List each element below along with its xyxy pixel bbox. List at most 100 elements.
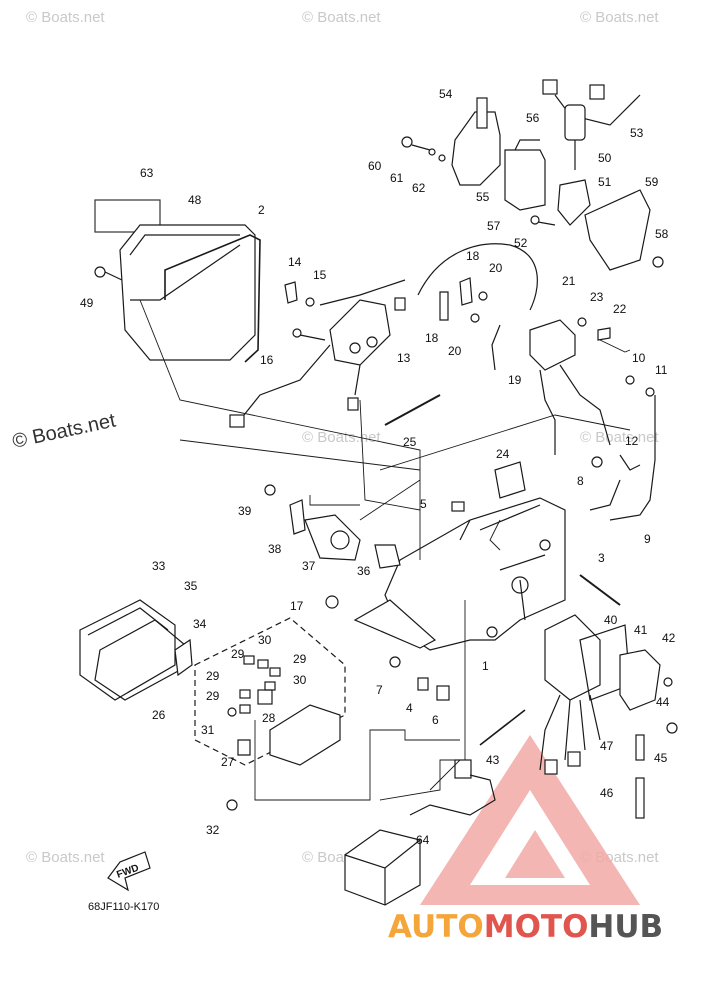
battery-edges <box>344 839 421 905</box>
callout-33: 33 <box>152 559 166 573</box>
callout-4: 4 <box>406 701 413 715</box>
callout-18a: 18 <box>466 249 480 263</box>
callout-59: 59 <box>645 175 659 189</box>
fuse-box-27 <box>269 704 341 766</box>
callout-24: 24 <box>496 447 510 461</box>
brand-text: AUTOMOTOHUB <box>388 909 663 945</box>
clamp-18 <box>439 291 449 321</box>
group-26-outline <box>194 617 346 766</box>
callout-42: 42 <box>662 631 676 645</box>
part-callouts: 63 48 2 49 54 56 53 50 51 59 60 61 62 55… <box>80 87 676 847</box>
pin-47 <box>635 734 645 761</box>
clip-17 <box>325 595 339 609</box>
bolt-60 <box>401 136 413 148</box>
collar-4 <box>417 677 429 691</box>
bolt-5 <box>451 501 465 512</box>
clip-34 <box>174 638 193 677</box>
callout-12: 12 <box>625 434 639 448</box>
callout-2: 2 <box>258 203 265 217</box>
bolt-58 <box>652 256 664 268</box>
part-drawings <box>79 79 678 906</box>
callout-30b: 30 <box>293 673 307 687</box>
electrical-box-1 <box>384 497 566 651</box>
clamp-14 <box>284 281 298 304</box>
screw-49-shaft <box>104 271 123 281</box>
callout-39: 39 <box>238 504 252 518</box>
cable-tie-25 <box>384 394 441 426</box>
callout-44: 44 <box>656 695 670 709</box>
electrical-box-1-hole <box>511 576 529 594</box>
grommet-6 <box>436 685 450 701</box>
module-40 <box>544 614 601 701</box>
callout-40: 40 <box>604 613 618 627</box>
bolt-39 <box>264 484 276 496</box>
relay-19-leads <box>539 364 611 455</box>
grommet-37-hole <box>330 530 350 550</box>
part-29d <box>239 704 251 714</box>
watermark-text: © Boats.net <box>26 9 105 26</box>
brand-wordmark: AUTOMOTOHUB <box>388 909 663 945</box>
wire-12 <box>589 479 621 511</box>
callout-50: 50 <box>598 151 612 165</box>
bolt-23 <box>577 317 587 327</box>
cover-42 <box>619 649 661 711</box>
watermark-text: © Boats.net <box>302 429 381 446</box>
callout-57: 57 <box>487 219 501 233</box>
washer-61 <box>428 148 436 156</box>
brand-logo-mark <box>420 735 640 905</box>
bolt-60-shaft <box>411 144 431 151</box>
bolt-16 <box>292 328 302 338</box>
callout-28: 28 <box>262 711 276 725</box>
callout-3: 3 <box>598 551 605 565</box>
wire-43 <box>479 709 526 746</box>
bolt-20 <box>478 291 488 301</box>
callout-8: 8 <box>577 474 584 488</box>
callout-29a: 29 <box>231 647 245 661</box>
connector-50a <box>542 79 558 95</box>
wire-21 <box>417 243 538 311</box>
callout-56: 56 <box>526 111 540 125</box>
clip-22 <box>597 327 611 341</box>
callout-29b: 29 <box>293 652 307 666</box>
bracket-17 <box>353 599 437 649</box>
callout-5: 5 <box>420 497 427 511</box>
rectifier-13-hole <box>349 342 361 354</box>
bolt-16-shaft <box>299 334 326 341</box>
leader-lines-c <box>254 495 460 801</box>
brand-part-2: MOTO <box>484 909 589 945</box>
ignition-coil-54 <box>451 111 501 186</box>
clamp-18b <box>459 277 473 306</box>
callout-38: 38 <box>268 542 282 556</box>
screw-3 <box>579 574 621 606</box>
watermark-text: © Boats.net <box>580 429 659 446</box>
callout-19: 19 <box>508 373 522 387</box>
cover-48 <box>119 224 256 361</box>
callout-1: 1 <box>482 659 489 673</box>
rectifier-13 <box>329 299 391 366</box>
callout-27: 27 <box>221 755 235 769</box>
fwd-arrow-icon <box>107 851 151 892</box>
bolt-7 <box>389 656 401 668</box>
callout-36: 36 <box>357 564 371 578</box>
pin-46 <box>635 777 645 819</box>
callout-63: 63 <box>140 166 154 180</box>
bolt-15 <box>305 297 315 307</box>
callout-21: 21 <box>562 274 576 288</box>
fwd-arrow: FWD <box>107 851 151 892</box>
callout-43: 43 <box>486 753 500 767</box>
callout-7: 7 <box>376 683 383 697</box>
wire-9 <box>609 395 656 521</box>
callout-61: 61 <box>390 171 404 185</box>
brand-part-1: AUTO <box>388 909 484 945</box>
electrical-box-1-detail <box>459 504 546 621</box>
callout-47: 47 <box>600 739 614 753</box>
brand-part-3: HUB <box>588 909 663 945</box>
callout-18b: 18 <box>425 331 439 345</box>
sensor-51 <box>557 179 591 226</box>
callout-25: 25 <box>403 435 417 449</box>
bracket-55 <box>504 149 546 211</box>
part-29a <box>243 655 255 665</box>
bolt-10 <box>625 375 635 385</box>
part-29b <box>269 667 281 677</box>
